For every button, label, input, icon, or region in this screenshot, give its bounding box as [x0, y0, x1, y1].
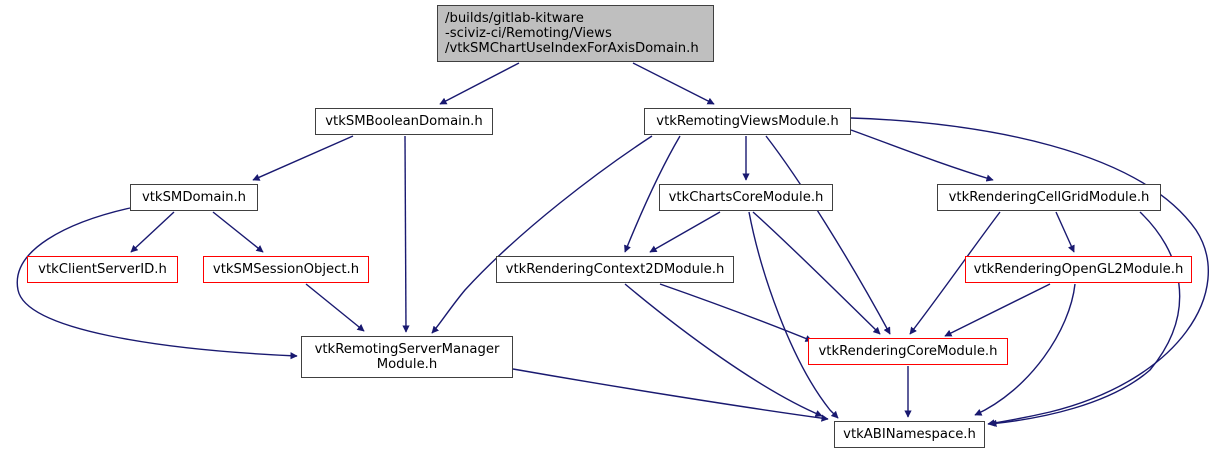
node-vtk-rendering-cellgrid-module[interactable]: vtkRenderingCellGridModule.h	[937, 184, 1161, 211]
node-vtk-sm-domain-label: vtkSMDomain.h	[141, 189, 247, 205]
node-vtk-rendering-cellgrid-module-label: vtkRenderingCellGridModule.h	[948, 189, 1150, 205]
node-root-label: /builds/gitlab-kitware -sciviz-ci/Remoti…	[445, 10, 699, 57]
edge-sm-domain-to-client-server-id	[130, 211, 175, 253]
node-vtk-rendering-opengl2-module-label: vtkRenderingOpenGL2Module.h	[973, 261, 1184, 277]
edge-sm-domain-to-sm-session-object	[212, 211, 264, 253]
node-vtk-remoting-server-manager-module-label: vtkRemotingServerManager Module.h	[314, 341, 500, 372]
edge-opengl2-to-abi	[974, 283, 1076, 416]
node-vtk-charts-core-module-label: vtkChartsCoreModule.h	[668, 189, 824, 205]
node-vtk-sm-domain[interactable]: vtkSMDomain.h	[130, 184, 258, 211]
edge-cellgrid-to-rendering-core	[909, 211, 1001, 335]
edge-context2d-to-abi	[624, 283, 823, 417]
edge-remoting-views-to-abi	[850, 117, 1209, 427]
node-vtk-sm-boolean-domain[interactable]: vtkSMBooleanDomain.h	[315, 108, 493, 135]
edge-root-to-remoting-views	[632, 62, 715, 105]
node-vtk-remoting-views-module[interactable]: vtkRemotingViewsModule.h	[644, 108, 851, 135]
node-vtk-rendering-core-module[interactable]: vtkRenderingCoreModule.h	[808, 338, 1008, 365]
edge-sm-domain-to-rsm	[16, 207, 298, 360]
node-vtk-abi-namespace[interactable]: vtkABINamespace.h	[834, 421, 985, 448]
edge-sm-session-object-to-rsm	[305, 283, 365, 332]
edge-charts-core-to-rendering-core	[752, 211, 881, 335]
edge-remoting-views-to-rsm	[431, 135, 653, 334]
edge-cellgrid-to-opengl2	[1055, 211, 1075, 253]
node-root[interactable]: /builds/gitlab-kitware -sciviz-ci/Remoti…	[437, 5, 714, 62]
node-vtk-abi-namespace-label: vtkABINamespace.h	[843, 426, 976, 442]
edge-remoting-views-to-cellgrid	[850, 129, 994, 182]
edge-remoting-views-to-context2d	[624, 135, 681, 253]
node-vtk-sm-session-object-label: vtkSMSessionObject.h	[212, 261, 360, 277]
edge-opengl2-to-rendering-core	[944, 283, 1051, 337]
node-vtk-sm-session-object[interactable]: vtkSMSessionObject.h	[203, 256, 369, 283]
edge-cellgrid-to-abi	[989, 211, 1181, 427]
edge-root-to-boolean-domain	[439, 62, 520, 105]
node-vtk-client-server-id[interactable]: vtkClientServerID.h	[27, 256, 178, 283]
node-vtk-rendering-core-module-label: vtkRenderingCoreModule.h	[818, 343, 998, 359]
edge-charts-core-to-abi	[748, 211, 839, 419]
edge-boolean-domain-to-sm-domain	[252, 135, 354, 181]
node-vtk-remoting-views-module-label: vtkRemotingViewsModule.h	[656, 113, 839, 129]
node-vtk-client-server-id-label: vtkClientServerID.h	[38, 261, 167, 277]
node-vtk-rendering-opengl2-module[interactable]: vtkRenderingOpenGL2Module.h	[965, 256, 1192, 283]
edge-context2d-to-rendering-core	[659, 283, 813, 342]
edge-charts-core-to-context2d	[649, 211, 721, 253]
edge-rsm-to-abi	[512, 368, 829, 422]
edge-boolean-domain-to-rsm	[402, 135, 410, 333]
node-vtk-charts-core-module[interactable]: vtkChartsCoreModule.h	[659, 184, 833, 211]
node-vtk-rendering-context2d-module-label: vtkRenderingContext2DModule.h	[505, 261, 725, 277]
node-vtk-remoting-server-manager-module[interactable]: vtkRemotingServerManager Module.h	[301, 336, 513, 378]
node-vtk-rendering-context2d-module[interactable]: vtkRenderingContext2DModule.h	[496, 256, 734, 283]
edge-remoting-views-to-rendering-core	[765, 135, 891, 335]
node-vtk-sm-boolean-domain-label: vtkSMBooleanDomain.h	[325, 113, 483, 129]
